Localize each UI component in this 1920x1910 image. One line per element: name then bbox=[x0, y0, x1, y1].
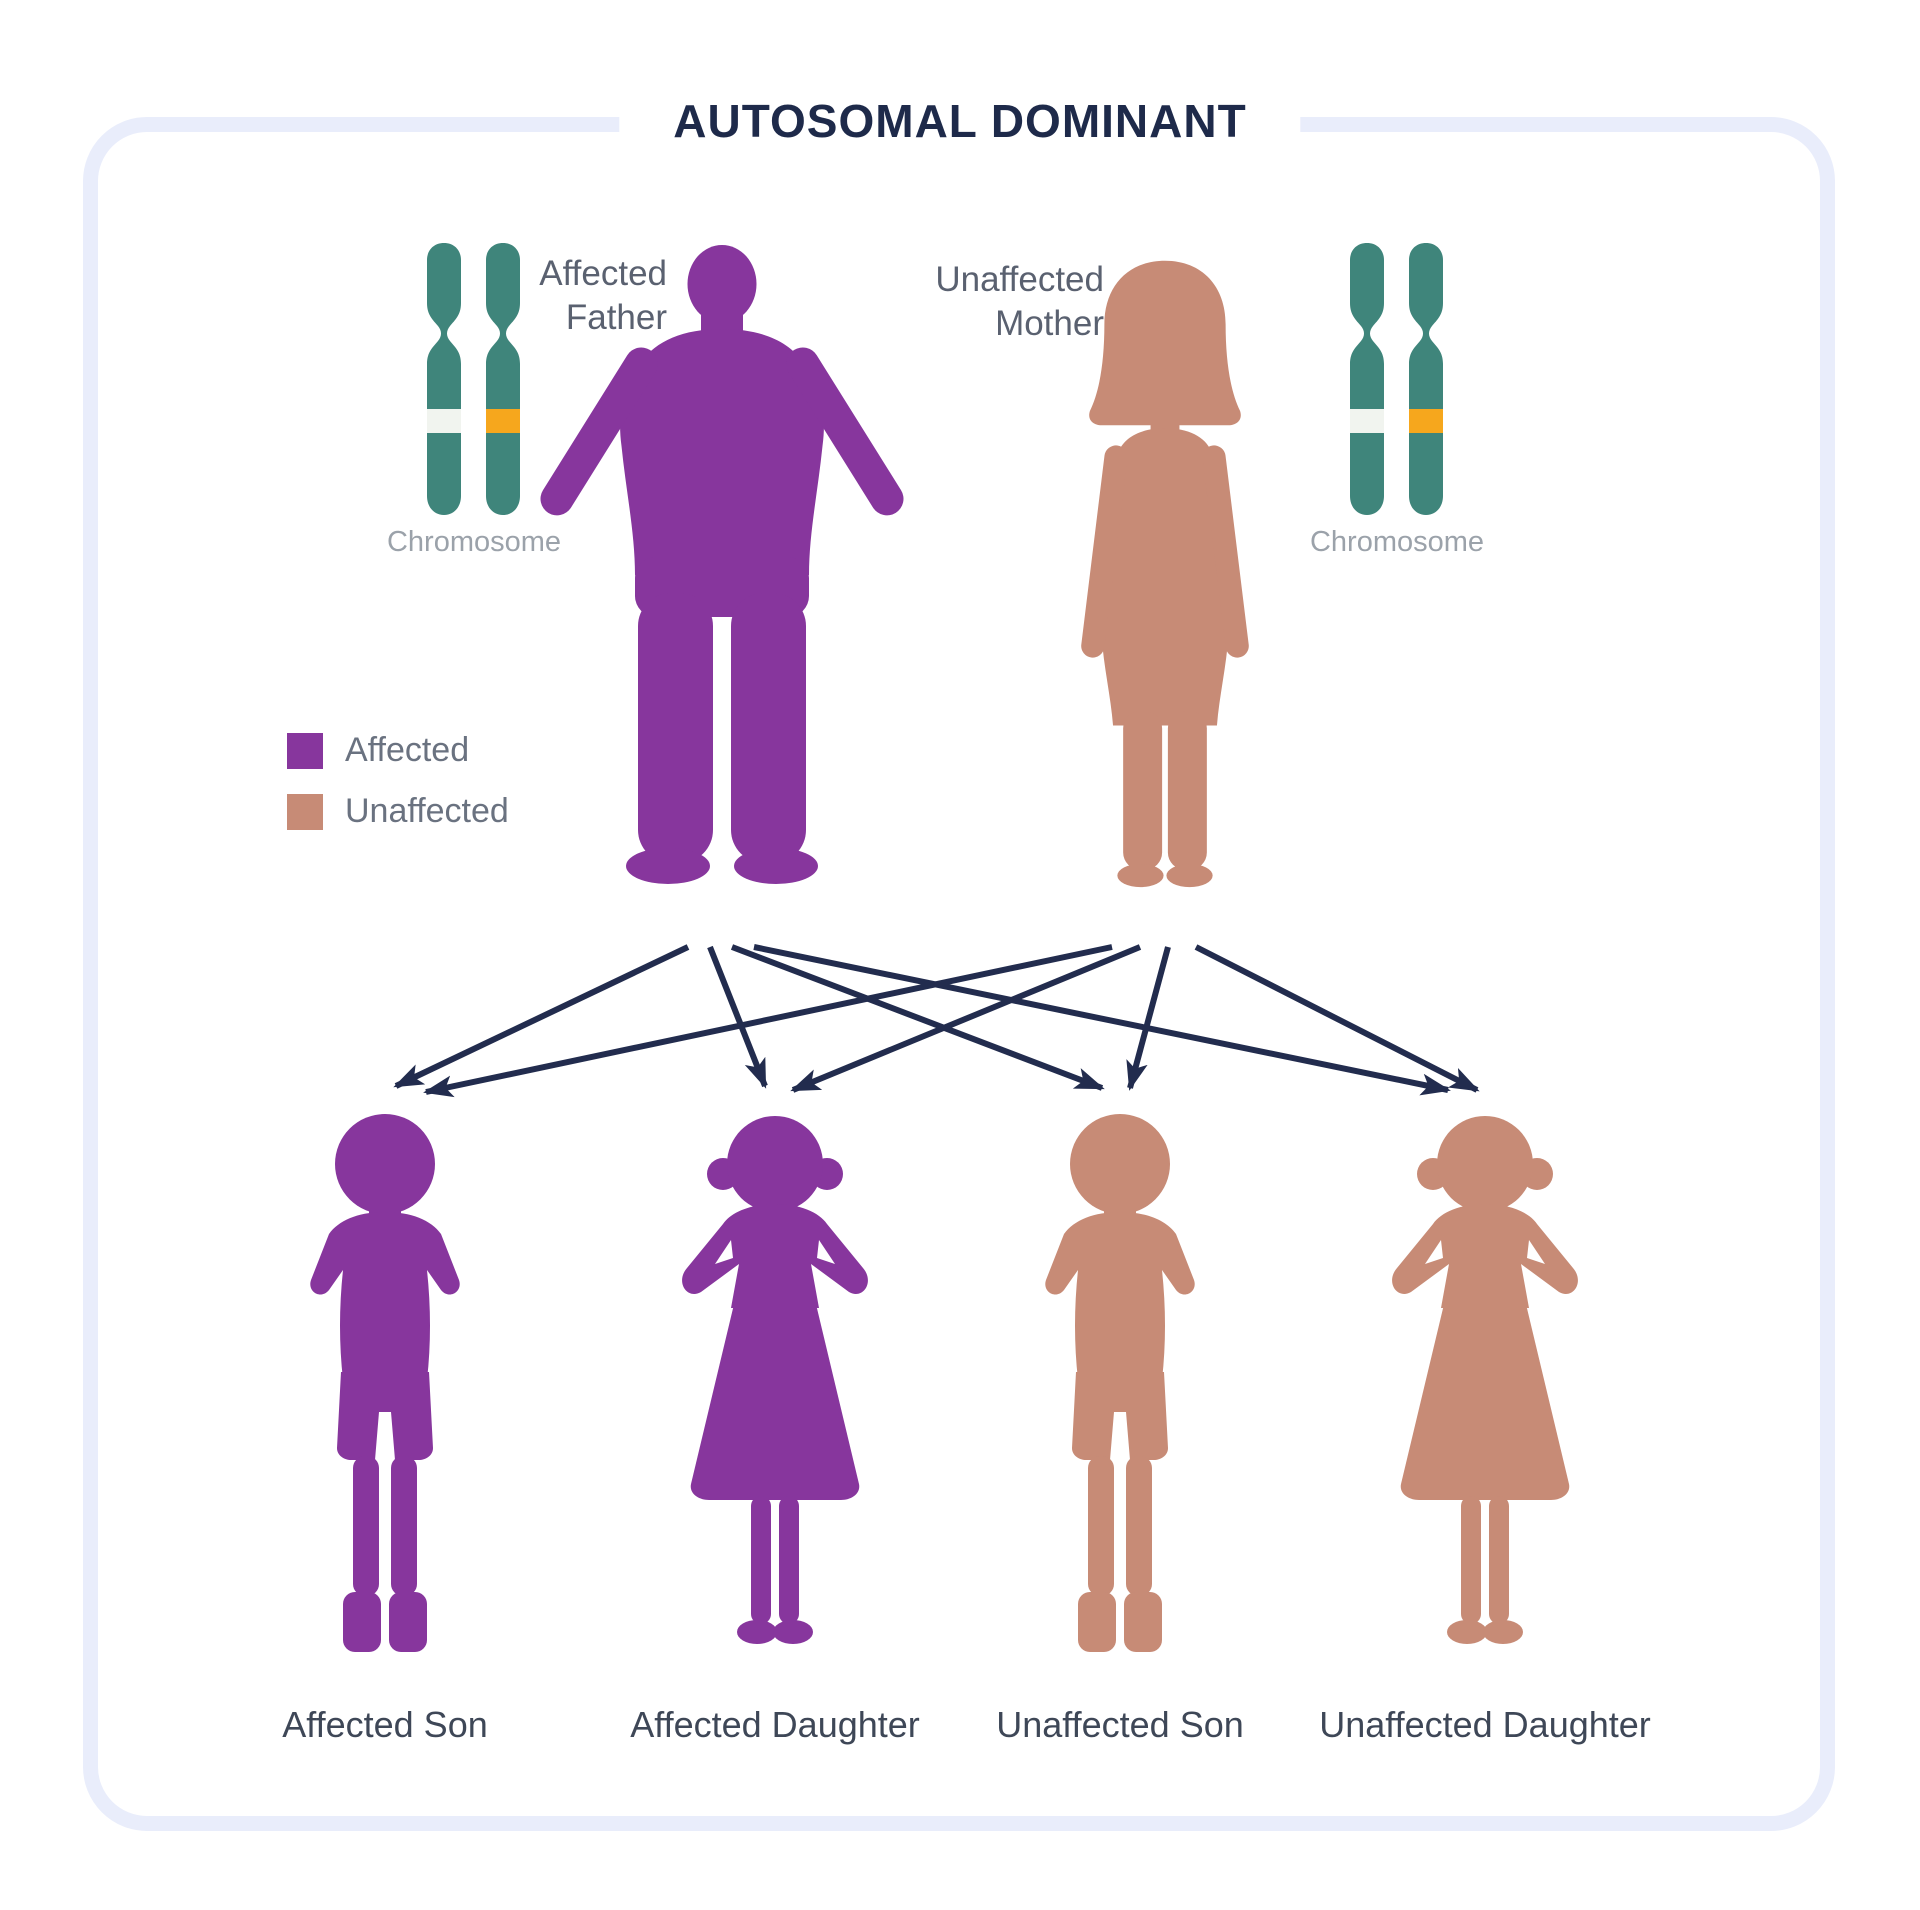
chromosome-label-right: Chromosome bbox=[1309, 526, 1485, 558]
legend-affected-label: Affected bbox=[345, 731, 470, 769]
right-foot bbox=[773, 1620, 813, 1644]
arrow-mother-to-affected-son bbox=[423, 944, 1113, 1098]
left-leg bbox=[1461, 1496, 1481, 1624]
head bbox=[687, 245, 757, 323]
arrow-father-to-affected-daughter bbox=[707, 945, 768, 1089]
chromatid bbox=[1409, 243, 1443, 515]
shorts bbox=[337, 1372, 433, 1460]
skirt bbox=[690, 1300, 860, 1500]
right-leg bbox=[391, 1456, 417, 1596]
right-leg bbox=[1489, 1496, 1509, 1624]
mother-label-line2: Mother bbox=[995, 304, 1104, 343]
bodice-and-arms bbox=[682, 1204, 868, 1308]
mutated-gene-band bbox=[1409, 409, 1443, 433]
legend: Affected Unaffected bbox=[287, 731, 509, 853]
unaffected-son-silhouette bbox=[1045, 1114, 1195, 1652]
left-leg bbox=[1088, 1456, 1114, 1596]
normal-gene-band bbox=[427, 409, 461, 433]
arrow-father-to-unaffected-son bbox=[730, 944, 1105, 1091]
arrow-father-to-affected-son bbox=[393, 944, 690, 1089]
mother-label-line1: Unaffected bbox=[935, 260, 1104, 299]
arrow-father-to-unaffected-daughter bbox=[753, 944, 1451, 1096]
left-leg bbox=[353, 1456, 379, 1596]
right-boot bbox=[389, 1592, 427, 1652]
right-foot bbox=[1166, 864, 1213, 888]
shirt bbox=[1045, 1212, 1195, 1380]
legend-item-affected: Affected bbox=[287, 731, 509, 770]
right-foot bbox=[1483, 1620, 1523, 1644]
affected-daughter-silhouette bbox=[682, 1116, 868, 1644]
head bbox=[335, 1114, 435, 1214]
chromosome-label-left: Chromosome bbox=[386, 526, 562, 558]
hair bbox=[1089, 260, 1241, 426]
shirt bbox=[310, 1212, 460, 1380]
left-boot bbox=[1078, 1592, 1116, 1652]
left-foot bbox=[737, 1620, 777, 1644]
left-leg bbox=[751, 1496, 771, 1624]
affected-son-silhouette bbox=[310, 1114, 460, 1652]
mother-label: Unaffected Mother bbox=[894, 258, 1104, 346]
chromatid bbox=[1350, 243, 1384, 515]
page-title: AUTOSOMAL DOMINANT bbox=[619, 94, 1301, 148]
right-foot bbox=[734, 848, 818, 884]
chromatid bbox=[427, 243, 461, 515]
legend-item-unaffected: Unaffected bbox=[287, 792, 509, 831]
father-label-line1: Affected bbox=[539, 254, 667, 293]
right-leg bbox=[1126, 1456, 1152, 1596]
right-arm bbox=[1202, 445, 1249, 658]
bodice-and-arms bbox=[1392, 1204, 1578, 1308]
head bbox=[1437, 1116, 1533, 1212]
unaffected-daughter-label: Unaffected Daughter bbox=[1319, 1704, 1651, 1745]
father-label-line2: Father bbox=[565, 298, 667, 337]
right-leg bbox=[731, 593, 806, 863]
chromatid bbox=[486, 243, 520, 515]
unaffected-swatch-icon bbox=[287, 793, 323, 830]
right-leg bbox=[779, 1496, 799, 1624]
head bbox=[727, 1116, 823, 1212]
left-leg bbox=[1123, 711, 1163, 870]
right-arm bbox=[786, 347, 904, 516]
affected-son-label: Affected Son bbox=[282, 1704, 488, 1745]
right-leg bbox=[1167, 711, 1207, 870]
arrow-mother-to-unaffected-daughter bbox=[1194, 944, 1480, 1093]
left-arm bbox=[540, 347, 658, 516]
legend-unaffected-label: Unaffected bbox=[345, 792, 509, 830]
left-arm bbox=[1081, 445, 1128, 658]
skirt bbox=[1400, 1300, 1570, 1500]
unaffected-daughter-silhouette bbox=[1392, 1116, 1578, 1644]
father-label: Affected Father bbox=[457, 252, 667, 340]
left-foot bbox=[1117, 864, 1164, 888]
left-leg bbox=[638, 593, 713, 863]
left-foot bbox=[626, 848, 710, 884]
affected-swatch-icon bbox=[287, 732, 323, 769]
arrow-mother-to-unaffected-son bbox=[1126, 946, 1171, 1091]
mother-silhouette bbox=[1081, 260, 1249, 888]
affected-daughter-label: Affected Daughter bbox=[630, 1704, 920, 1745]
unaffected-son-label: Unaffected Son bbox=[996, 1704, 1244, 1745]
mutated-gene-band bbox=[486, 409, 520, 433]
torso bbox=[620, 329, 824, 575]
head bbox=[1070, 1114, 1170, 1214]
right-boot bbox=[1124, 1592, 1162, 1652]
father-silhouette bbox=[540, 245, 904, 884]
left-foot bbox=[1447, 1620, 1487, 1644]
chromosome-pair-left bbox=[427, 243, 520, 515]
page-frame bbox=[83, 117, 1835, 1831]
left-boot bbox=[343, 1592, 381, 1652]
shorts bbox=[1072, 1372, 1168, 1460]
torso bbox=[1101, 428, 1229, 726]
arrow-mother-to-affected-daughter bbox=[790, 944, 1142, 1093]
normal-gene-band bbox=[1350, 409, 1384, 433]
chromosome-pair-right bbox=[1350, 243, 1443, 515]
